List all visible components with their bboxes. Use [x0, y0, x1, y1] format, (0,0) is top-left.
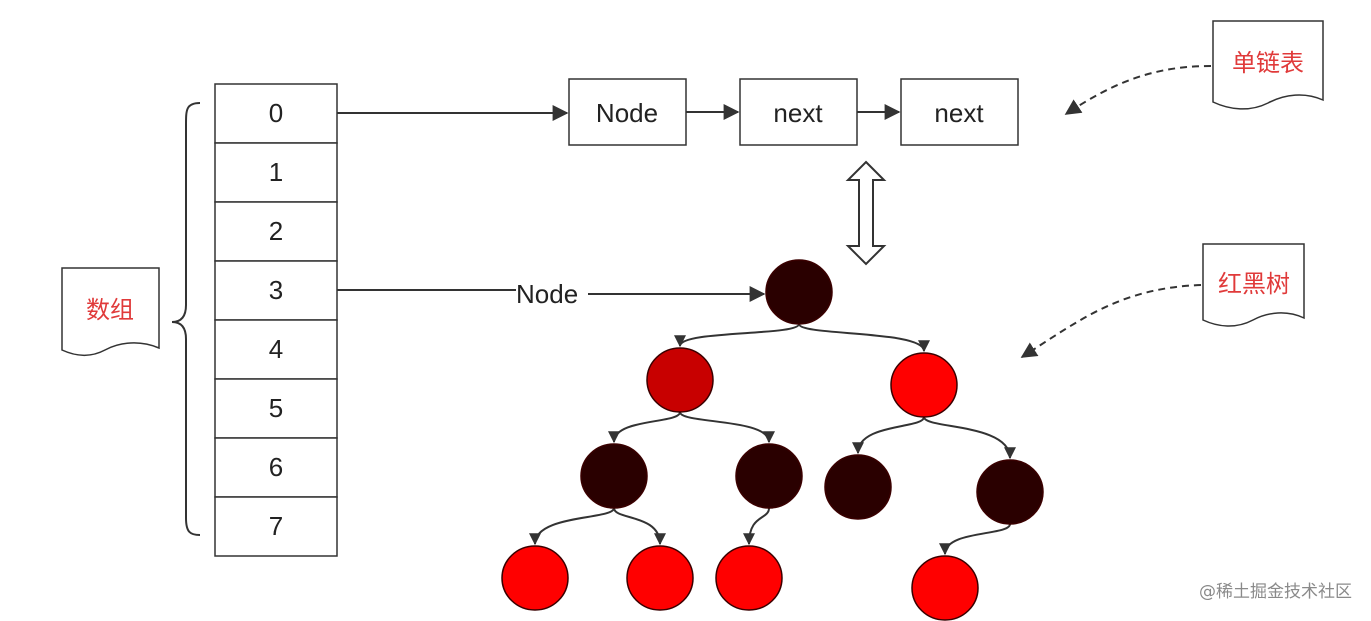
array-cell: 6 — [214, 437, 338, 498]
array-cell-label: 3 — [269, 275, 283, 305]
array-cell: 0 — [214, 83, 338, 144]
tree-node-black — [976, 459, 1044, 525]
tree-edge — [939, 523, 1011, 556]
tree-node-black — [824, 454, 892, 520]
tree-node-red — [890, 352, 958, 418]
tree-edge — [529, 507, 615, 546]
list-node-label: next — [773, 98, 823, 128]
tree-node-red — [626, 545, 694, 611]
array-cell-label: 4 — [269, 334, 283, 364]
array-brace — [171, 102, 201, 536]
note-array-label: 数组 — [86, 296, 134, 324]
tree-node-black — [765, 259, 833, 325]
list-node: Node — [568, 78, 687, 146]
array-cell: 1 — [214, 142, 338, 203]
array-cell-label: 0 — [269, 98, 283, 128]
array-cell: 5 — [214, 378, 338, 439]
array-cell: 2 — [214, 201, 338, 262]
list-node: next — [739, 78, 858, 146]
array-cell-label: 2 — [269, 216, 283, 246]
list-node-label: Node — [596, 98, 658, 128]
tree-node-black — [735, 443, 803, 509]
array-cell-label: 7 — [269, 511, 283, 541]
tree-edge — [798, 323, 930, 353]
array-cell: 4 — [214, 319, 338, 380]
tree-edge — [608, 411, 681, 444]
note-linked-list: 单链表 — [1212, 20, 1324, 110]
array-cell: 7 — [214, 496, 338, 557]
tree-edge — [743, 507, 770, 546]
list-node-label: next — [934, 98, 984, 128]
tree-node-black — [580, 443, 648, 509]
tree-edge — [613, 507, 666, 546]
tree-node-red — [911, 555, 979, 621]
tree-edge — [923, 416, 1016, 460]
linked-list: Node next next — [568, 78, 1019, 146]
tree-link-label: Node — [516, 279, 578, 309]
array-cell-label: 5 — [269, 393, 283, 423]
note-red-black-tree-label: 红黑树 — [1218, 270, 1290, 298]
tree-node-red — [646, 347, 714, 413]
array-cell-label: 1 — [269, 157, 283, 187]
conversion-double-arrow — [845, 160, 887, 266]
red-black-tree — [501, 259, 1044, 621]
array-cell-label: 6 — [269, 452, 283, 482]
note-linked-list-label: 单链表 — [1232, 49, 1304, 77]
array: 0 1 2 3 4 5 6 7 — [214, 83, 338, 557]
linked-list-pointer-arrow — [1064, 65, 1212, 115]
note-array: 数组 — [61, 267, 160, 356]
list-node: next — [900, 78, 1019, 146]
tree-edge — [852, 416, 925, 455]
tree-pointer-arrow — [1020, 284, 1202, 358]
tree-edge — [674, 323, 800, 348]
watermark: @稀土掘金技术社区 — [1199, 582, 1352, 602]
tree-node-red — [501, 545, 569, 611]
array-cell: 3 — [214, 260, 338, 321]
tree-edge — [679, 411, 775, 444]
note-red-black-tree: 红黑树 — [1202, 243, 1305, 327]
tree-node-red — [715, 545, 783, 611]
